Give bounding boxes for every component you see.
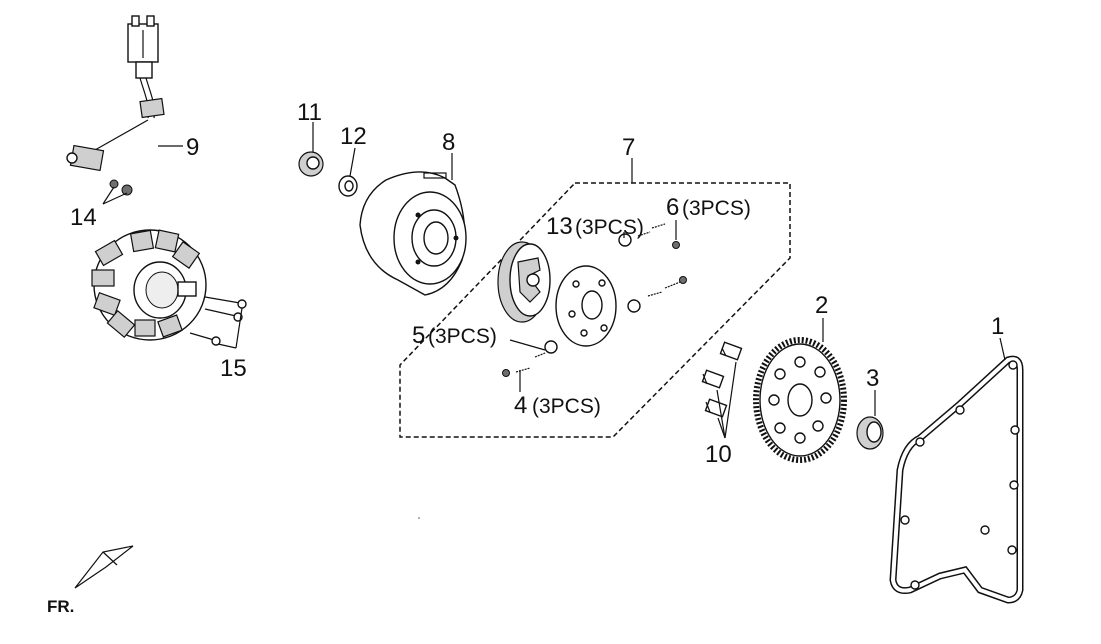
- label-part-13: 13: [546, 213, 573, 240]
- label-part-11: 11: [297, 99, 322, 126]
- label-part-6-qty: (3PCS): [682, 197, 751, 220]
- label-part-7: 7: [622, 134, 635, 161]
- clutch-caps: [502, 241, 687, 377]
- driven-gear-bolts: 10: [701, 341, 743, 468]
- label-part-5: 5: [412, 322, 425, 349]
- front-direction-arrow-icon: [74, 545, 134, 589]
- cover-gasket: 1: [889, 313, 1024, 604]
- label-part-1: 1: [991, 313, 1004, 340]
- flywheel-washer: 12: [338, 123, 367, 197]
- wire-connector: [127, 15, 159, 79]
- label-part-5-qty: (3PCS): [428, 325, 497, 348]
- flywheel-rotor: 8: [359, 129, 467, 296]
- label-part-13-qty: (3PCS): [575, 216, 644, 239]
- label-part-14: 14: [70, 204, 97, 231]
- flywheel-nut: 11: [297, 99, 324, 177]
- gear-bushing: 3: [856, 365, 884, 450]
- label-part-10: 10: [705, 441, 732, 468]
- label-part-4: 4: [514, 392, 527, 419]
- label-part-3: 3: [866, 365, 879, 392]
- stator-assembly: 9 14 15: [66, 15, 247, 382]
- clutch-springs: [515, 223, 681, 373]
- starter-clutch-assembly: 7: [399, 134, 791, 438]
- label-part-4-qty: (3PCS): [532, 395, 601, 418]
- front-indicator-label: FR.: [47, 597, 74, 616]
- label-part-15: 15: [220, 355, 247, 382]
- stator-coil: [91, 229, 207, 341]
- stator-bolts: [189, 296, 247, 346]
- label-part-12: 12: [340, 123, 367, 150]
- label-part-2: 2: [815, 292, 828, 319]
- clutch-outer: [497, 241, 551, 323]
- label-part-8: 8: [442, 129, 455, 156]
- clutch-rollers: [544, 233, 641, 354]
- label-part-9: 9: [186, 134, 199, 161]
- label-part-6: 6: [666, 194, 679, 221]
- clutch-plate: [555, 265, 617, 347]
- pickup-sensor: [66, 144, 105, 172]
- starter-driven-gear: 2: [753, 292, 847, 463]
